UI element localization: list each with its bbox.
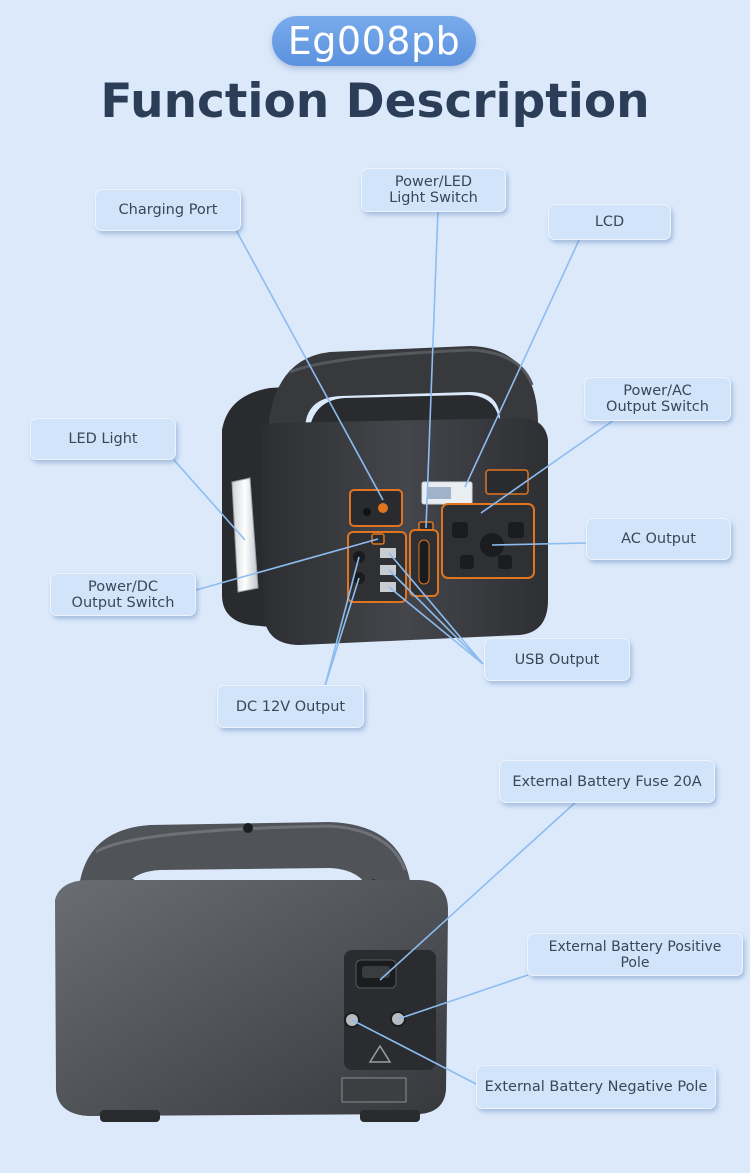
label-charging-port-text: Charging Port [118, 202, 218, 218]
front-unit [222, 346, 548, 645]
back-unit [55, 822, 448, 1122]
label-power-ac-line2: Output Switch [606, 399, 709, 415]
label-external-battery-fuse: External Battery Fuse 20A [499, 760, 715, 803]
label-led-light-text: LED Light [68, 431, 138, 447]
label-power-dc-line1: Power/DC [87, 578, 158, 595]
label-external-battery-positive: External Battery Positive Pole [527, 933, 743, 976]
label-lcd-text: LCD [594, 214, 625, 230]
label-led-light: LED Light [30, 418, 176, 460]
label-power-led-line2: Light Switch [389, 190, 478, 206]
label-usb-output: USB Output [484, 638, 630, 681]
label-power-dc-switch: Power/DC Output Switch [50, 573, 196, 616]
label-ac-output: AC Output [586, 518, 731, 560]
label-negative-text: External Battery Negative Pole [484, 1079, 708, 1095]
label-power-led-switch: Power/LED Light Switch [361, 168, 506, 212]
label-dc-12v-output: DC 12V Output [217, 685, 364, 728]
label-power-ac-switch: Power/AC Output Switch [584, 377, 731, 421]
label-fuse-text: External Battery Fuse 20A [512, 773, 702, 790]
callout-lines [173, 209, 615, 1087]
model-badge: Eg008pb [272, 16, 476, 66]
label-external-battery-negative: External Battery Negative Pole [476, 1065, 716, 1109]
label-dc-12v-output-text: DC 12V Output [235, 698, 346, 715]
label-lcd: LCD [548, 204, 671, 240]
label-positive-text: External Battery Positive Pole [548, 938, 722, 971]
label-usb-output-text: USB Output [514, 651, 600, 668]
page-title: Function Description [100, 74, 650, 129]
label-ac-output-text: AC Output [621, 531, 696, 547]
label-power-led-line1: Power/LED [394, 174, 473, 190]
label-power-ac-line1: Power/AC [623, 383, 692, 399]
label-charging-port: Charging Port [95, 189, 241, 231]
label-power-dc-line2: Output Switch [71, 594, 175, 611]
